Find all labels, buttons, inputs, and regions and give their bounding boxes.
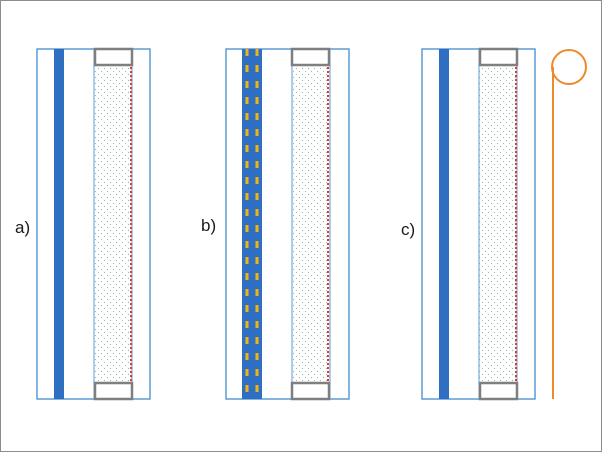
panel-b-outer-frame <box>225 48 350 400</box>
panel-c-spacer-top <box>478 47 519 67</box>
panel-a-gas-cavity <box>93 48 133 400</box>
panel-a-label: a) <box>15 218 30 237</box>
panel-b-spacer-bottom <box>290 381 331 401</box>
panel-c-coil-loop <box>551 49 587 85</box>
panel-b-spacer-top <box>290 47 331 67</box>
panel-c-label: c) <box>401 220 415 239</box>
panel-a-glass-pane <box>54 49 64 399</box>
panel-b-gas-cavity <box>291 48 331 400</box>
panel-a: a) <box>15 47 151 401</box>
panel-b-label: b) <box>201 216 216 235</box>
panel-c-glass-pane <box>439 49 449 399</box>
panel-a-spacer-top <box>93 47 134 67</box>
panel-c-gas-cavity <box>478 48 518 400</box>
panel-b: b) <box>201 47 350 401</box>
panel-b-heated-glass-pane <box>242 49 262 399</box>
panel-c-spacer-bottom <box>478 381 519 401</box>
panel-a-spacer-bottom <box>93 381 134 401</box>
panel-c: c) <box>401 47 587 401</box>
